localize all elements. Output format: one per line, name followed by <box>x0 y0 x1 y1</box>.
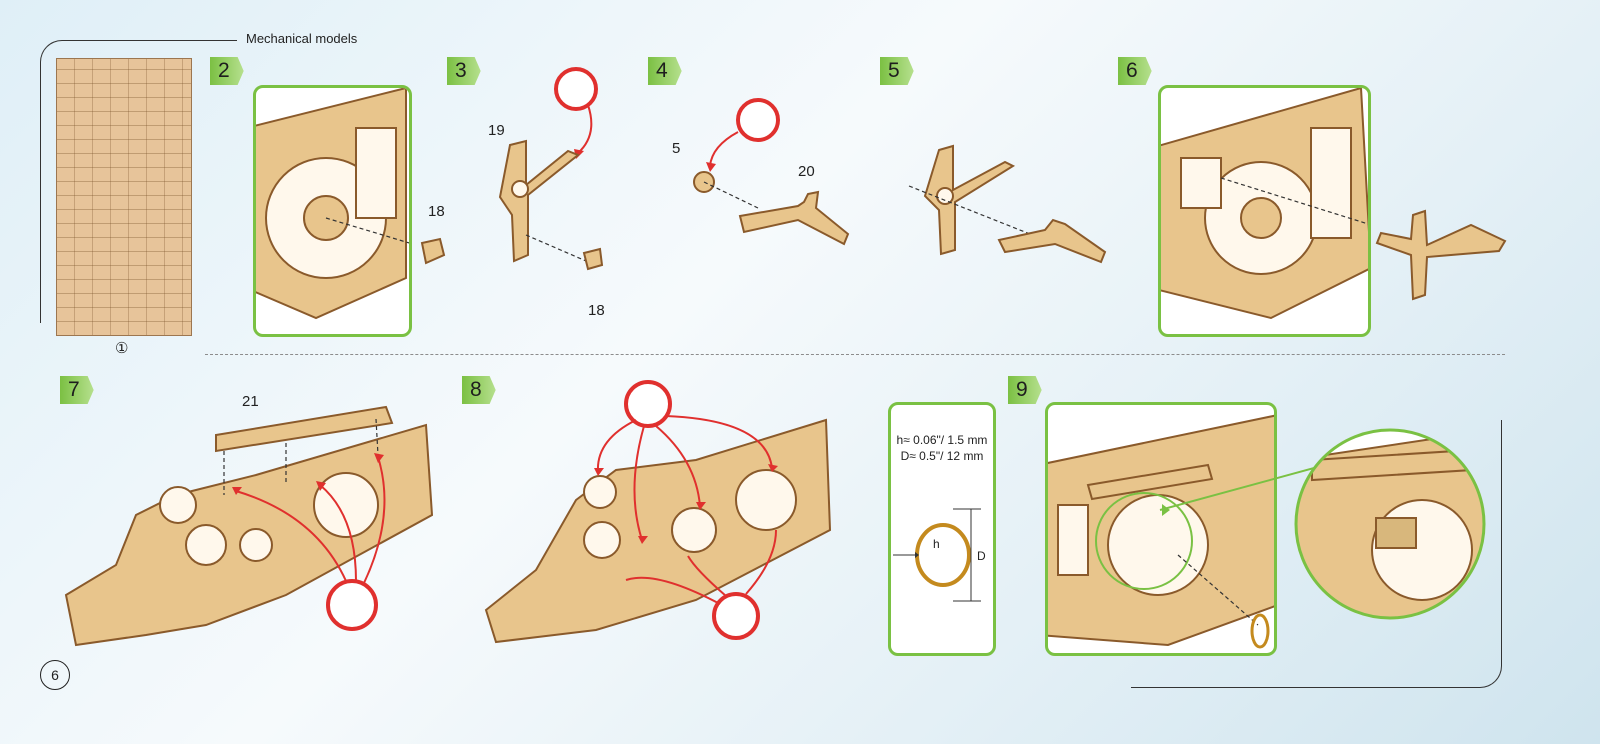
step-2-frame <box>253 85 412 337</box>
footer-frame-line <box>1131 420 1502 688</box>
step-5-badge: 5 <box>880 57 914 85</box>
glue-icon <box>736 98 780 142</box>
step-6-frame <box>1158 85 1371 337</box>
step-6-illustration <box>1161 88 1368 320</box>
band-h-label: h <box>933 537 940 551</box>
glue-icon <box>326 579 378 631</box>
band-d-label: D <box>977 549 986 563</box>
glue-icon <box>554 67 598 111</box>
rubber-band-spec-card: h≈ 0.06"/ 1.5 mm D≈ 0.5"/ 12 mm h D <box>888 402 996 656</box>
step-3-illustration <box>498 67 604 271</box>
part-label-21: 21 <box>242 393 259 410</box>
step-2-illustration <box>256 88 409 320</box>
band-thickness-spec: h≈ 0.06"/ 1.5 mm <box>896 433 988 447</box>
step-4-badge: 4 <box>648 57 682 85</box>
step-8-badge: 8 <box>462 376 496 404</box>
step-6-part-assembly <box>1375 209 1507 301</box>
part-label-19: 19 <box>488 122 505 139</box>
glue-icon-bottom <box>712 592 760 640</box>
row-divider <box>205 354 1505 355</box>
part-label-18-step2: 18 <box>428 203 445 220</box>
band-diameter-spec: D≈ 0.5"/ 12 mm <box>900 449 984 463</box>
glue-icon-top <box>624 380 672 428</box>
parts-sheet-label: ① <box>115 340 129 357</box>
page-number-text: 6 <box>51 667 59 683</box>
part-18-icon <box>420 237 446 265</box>
step-9-badge: 9 <box>1008 376 1042 404</box>
parts-sheet-image <box>56 58 192 336</box>
step-7-badge: 7 <box>60 376 94 404</box>
part-21 <box>215 405 394 453</box>
rubber-band-diagram <box>893 508 981 602</box>
step-8-illustration <box>484 380 832 644</box>
header-frame-line <box>40 40 237 323</box>
step-6-badge: 6 <box>1118 57 1152 85</box>
step-5-illustration <box>908 144 1107 264</box>
part-label-20: 20 <box>798 163 815 180</box>
step-7-illustration <box>64 405 434 647</box>
step-3-badge: 3 <box>447 57 481 85</box>
page-number: 6 <box>40 660 70 690</box>
part-label-5: 5 <box>672 140 681 157</box>
part-label-18-step3: 18 <box>588 302 605 319</box>
step-9-zoom-detail <box>1294 428 1486 620</box>
step-9-frame <box>1045 402 1277 656</box>
step-9-illustration <box>1048 414 1274 649</box>
step-4-illustration <box>693 98 850 246</box>
section-title: Mechanical models <box>246 31 358 46</box>
step-2-badge: 2 <box>210 57 244 85</box>
